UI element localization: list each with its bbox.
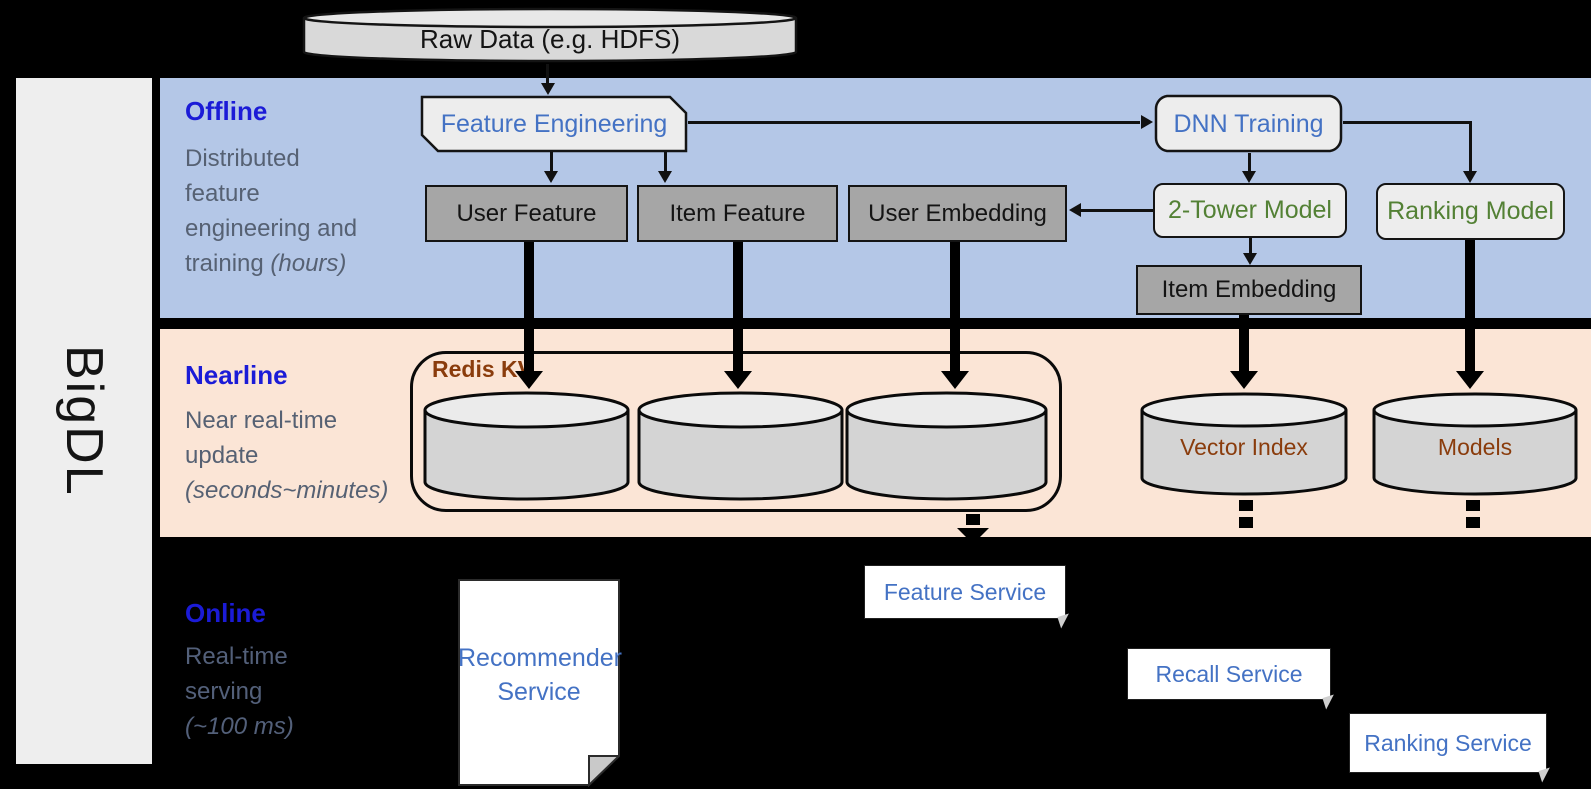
cylinder-shape <box>302 7 798 63</box>
arrowhead <box>541 83 555 95</box>
recommender-service-node: Recommender Service <box>458 579 622 788</box>
vector-index-store: Vector Index <box>1140 392 1348 501</box>
arrowhead <box>1463 171 1477 183</box>
offline-description: Distributed feature engineering and trai… <box>185 145 358 277</box>
dashed-models-link-1 <box>1466 500 1480 511</box>
pipe-userembedding-to-redis <box>950 242 960 372</box>
item-feature-label: Item Feature <box>669 199 806 227</box>
pipe-userfeature-to-redis <box>524 242 534 372</box>
online-description: Real-time serving (~100 ms) <box>185 643 294 740</box>
ranking-service-label: Ranking Service <box>1364 729 1532 756</box>
dashed-redis-to-featureservice <box>966 514 980 525</box>
arrowhead <box>724 371 752 389</box>
offline-title: Offline <box>185 96 268 126</box>
arrow-fe-to-userfeature <box>550 152 553 172</box>
item-embedding-node: Item Embedding <box>1136 265 1362 315</box>
arrowhead <box>941 371 969 389</box>
arrow-rawdata-to-fe <box>546 64 549 84</box>
dnn-training-node: DNN Training <box>1154 94 1343 153</box>
raw-data-store: Raw Data (e.g. HDFS) <box>302 6 798 64</box>
nearline-description: Near real-time update (seconds~minutes) <box>185 407 389 504</box>
two-tower-model-node: 2-Tower Model <box>1153 183 1347 238</box>
arrow-twotower-to-userembedding <box>1081 209 1153 212</box>
models-store: Models <box>1372 392 1578 501</box>
recall-service-label: Recall Service <box>1155 660 1303 687</box>
vector-index-label: Vector Index <box>1180 434 1308 460</box>
ranking-model-label: Ranking Model <box>1387 197 1554 225</box>
item-embedding-label: Item Embedding <box>1161 276 1337 303</box>
brand-text: BigDL <box>55 345 113 497</box>
cylinder-shape <box>637 391 844 501</box>
arrowhead <box>1069 203 1081 217</box>
arrowhead <box>515 371 543 389</box>
user-feature-node: User Feature <box>425 185 628 242</box>
bigdl-sidebar: BigDL <box>16 78 152 764</box>
page-curl <box>1322 694 1338 710</box>
user-embedding-label: User Embedding <box>868 199 1047 227</box>
item-feature-node: Item Feature <box>637 185 838 242</box>
dnn-training-label: DNN Training <box>1173 110 1324 138</box>
nearline-section-label: Nearline Near real-time update (seconds~… <box>185 360 425 508</box>
arrowhead <box>1242 171 1256 183</box>
dashed-vectorindex-link-1 <box>1239 500 1253 511</box>
cylinder-shape <box>1372 392 1578 496</box>
nearline-title: Nearline <box>185 360 288 390</box>
page-curl <box>1057 613 1073 629</box>
arrow-dnn-to-rankingmodel-v <box>1469 121 1472 172</box>
document-shape <box>458 579 622 788</box>
dashed-models-link-2 <box>1466 517 1480 528</box>
pipe-rankingmodel-to-models <box>1465 240 1475 372</box>
recommender-service-label: Recommender Service <box>458 644 622 706</box>
online-section-label: Online Real-time serving (~100 ms) <box>185 598 425 744</box>
arrowhead <box>1456 371 1484 389</box>
page-curl <box>1538 767 1554 783</box>
ranking-model-node: Ranking Model <box>1376 183 1565 240</box>
two-tower-model-label: 2-Tower Model <box>1168 196 1332 224</box>
arrow-fe-to-itemfeature <box>664 152 667 172</box>
offline-section-label: Offline Distributed feature engineering … <box>185 96 415 281</box>
arrowhead <box>658 171 672 183</box>
arrow-dnn-to-twotower <box>1248 153 1251 172</box>
dashed-vectorindex-link-2 <box>1239 517 1253 528</box>
arrowhead <box>1141 115 1153 129</box>
arrowhead <box>1230 371 1258 389</box>
cylinder-shape <box>1140 392 1348 496</box>
redis-cylinder-2 <box>637 390 844 507</box>
plaque-shape <box>1154 94 1343 153</box>
arrowhead <box>957 528 989 544</box>
user-embedding-node: User Embedding <box>848 185 1067 242</box>
user-feature-label: User Feature <box>456 199 597 227</box>
pipe-itemfeature-to-redis <box>733 242 743 372</box>
feature-service-label: Feature Service <box>883 578 1047 605</box>
arrow-twotower-to-itemembedding <box>1249 238 1252 254</box>
feature-service-node: Feature Service <box>865 566 1073 629</box>
snip-rect-shape <box>420 95 688 153</box>
cylinder-shape <box>845 391 1048 501</box>
arrow-dnn-to-rankingmodel-h <box>1343 121 1471 124</box>
redis-cylinder-1 <box>423 390 630 507</box>
models-label: Models <box>1437 434 1513 460</box>
feature-engineering-label: Feature Engineering <box>440 110 668 138</box>
arrowhead <box>544 171 558 183</box>
ranking-service-node: Ranking Service <box>1350 714 1554 783</box>
cylinder-shape <box>423 391 630 501</box>
online-title: Online <box>185 598 266 628</box>
raw-data-label: Raw Data (e.g. HDFS) <box>419 24 681 54</box>
arrow-fe-to-dnn <box>688 121 1140 124</box>
feature-engineering-node: Feature Engineering <box>420 95 688 153</box>
arrowhead <box>1243 253 1257 265</box>
redis-cylinder-3 <box>845 390 1048 507</box>
recall-service-node: Recall Service <box>1128 649 1338 710</box>
pipe-itemembedding-to-vectorindex <box>1239 315 1249 372</box>
